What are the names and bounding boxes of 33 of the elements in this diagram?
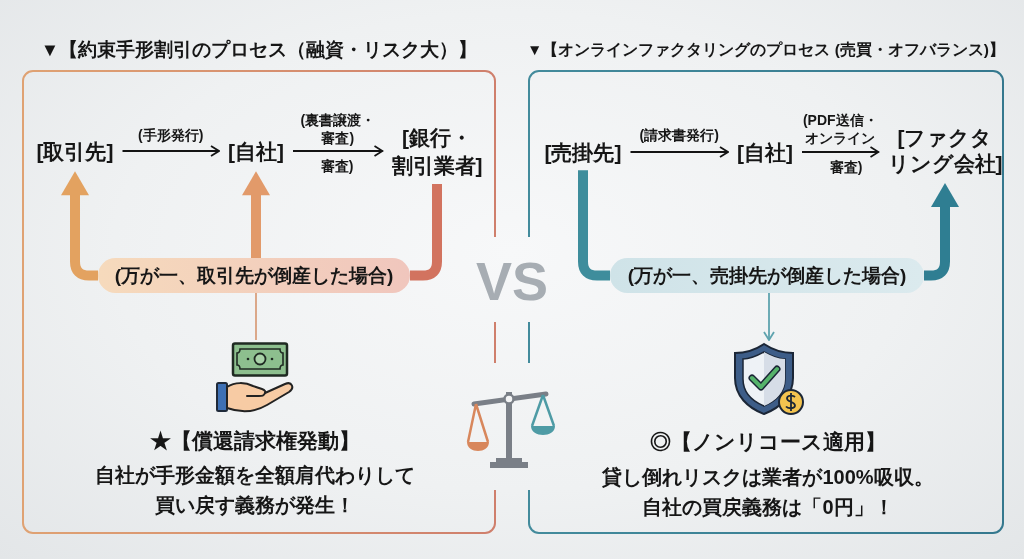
arrow-label: 審査)	[829, 159, 863, 177]
connector-line	[410, 184, 442, 281]
arrow	[61, 171, 98, 281]
arrow	[801, 146, 880, 158]
edge-label: (手形発行)	[138, 126, 204, 144]
arrow	[121, 145, 220, 157]
arrow	[629, 146, 729, 158]
connector-line	[255, 292, 257, 341]
party-label: [銀行・割引業者]	[388, 123, 486, 181]
arrow	[924, 183, 959, 281]
condition-pill: (万が一、売掛先が倒産した場合)	[610, 258, 924, 293]
result-heading: ◎【ノンリコース適用】	[650, 428, 886, 455]
edge-label: (請求書発行)	[639, 126, 719, 144]
party-label: [売掛先]	[541, 138, 625, 168]
panel-heading: ▼【オンラインファクタリングのプロセス (売買・オフバランス)】	[527, 40, 1005, 60]
edge-label: (PDF送信・オンライン	[802, 112, 878, 147]
result-text: 自社が手形金額を全額肩代わりして買い戻す義務が発生！	[95, 463, 415, 518]
arrow	[763, 292, 775, 341]
vs-text: VS	[476, 254, 548, 308]
arrow-label: 審査)	[320, 158, 354, 176]
condition-pill: (万が一、取引先が倒産した場合)	[98, 258, 410, 293]
arrow	[292, 145, 384, 157]
result-text: 貸し倒れリスクは業者が100%吸収。自社の買戻義務は「0円」！	[602, 465, 934, 520]
arrow	[242, 171, 270, 258]
party-label: [自社]	[225, 137, 287, 167]
edge-label: (裏書譲渡・審査)	[300, 112, 376, 147]
connector-line	[578, 170, 610, 281]
party-label: [取引先]	[33, 137, 117, 167]
party-label: [ファクタリング会社]	[884, 124, 1006, 178]
panel-heading: ▼【約束手形割引のプロセス（融資・リスク大）】	[40, 38, 478, 62]
result-heading: ★【償還請求権発動】	[150, 427, 360, 454]
shield-check-icon	[733, 342, 805, 416]
party-label: [自社]	[734, 138, 796, 168]
